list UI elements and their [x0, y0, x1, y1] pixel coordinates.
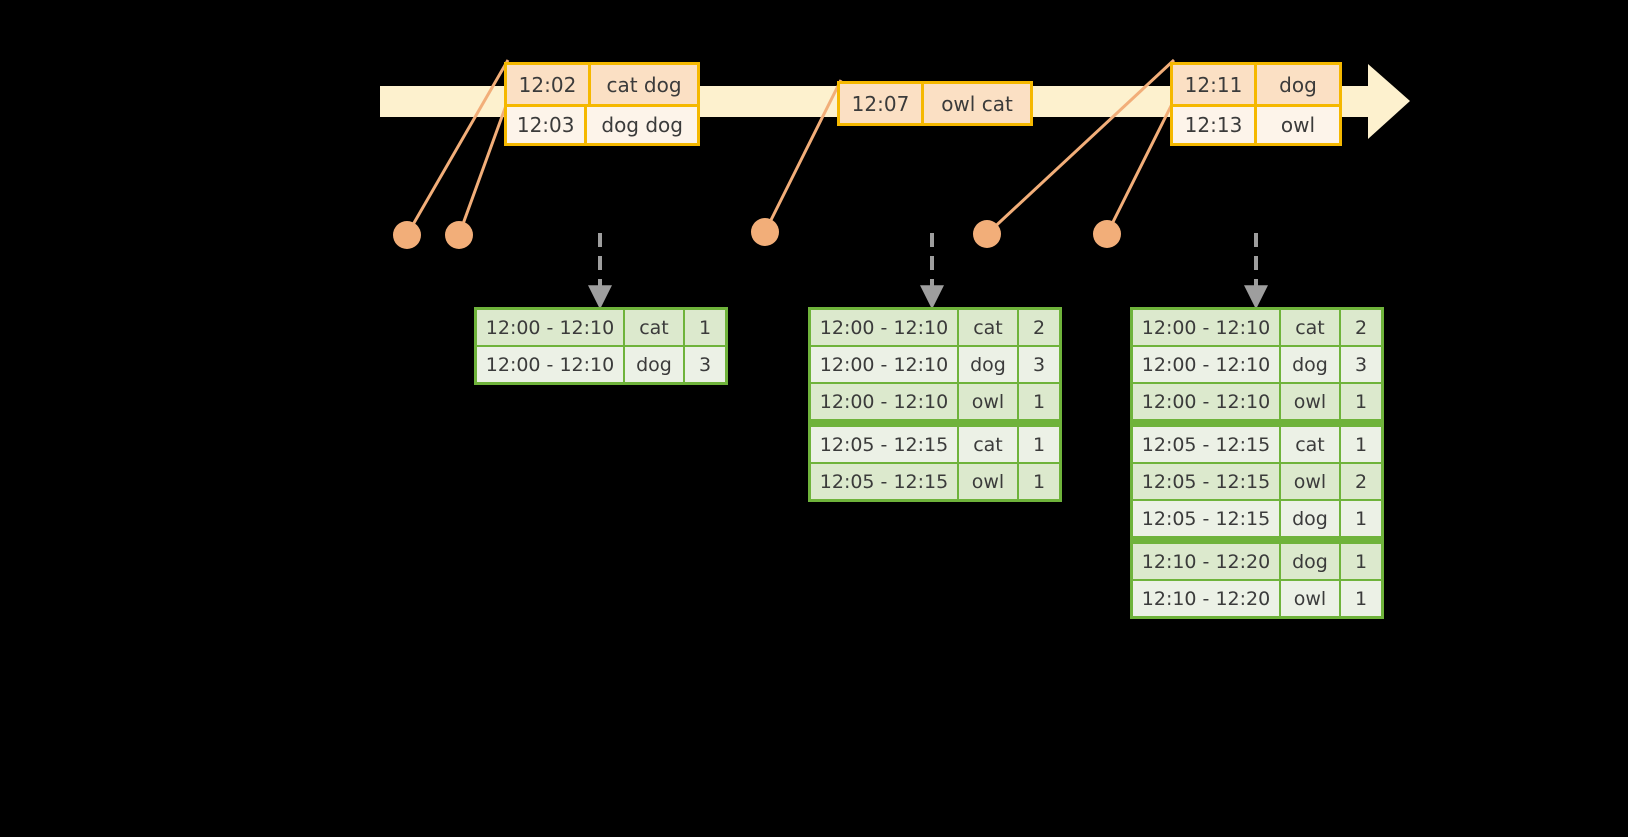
cell-window: 12:05 - 12:15	[1133, 464, 1279, 499]
cell-word: dog	[1281, 347, 1339, 382]
event-group-3: 12:11 dog 12:13 owl	[1170, 62, 1342, 146]
event-dot	[973, 220, 1001, 248]
event-dot	[751, 218, 779, 246]
cell-word: dog	[1281, 544, 1339, 579]
event-time: 12:02	[507, 65, 591, 104]
cell-count: 1	[1341, 544, 1381, 579]
dashed-arrows	[588, 233, 1268, 310]
cell-word: cat	[625, 310, 683, 345]
event-words: owl cat	[941, 91, 1013, 116]
cell-word: cat	[959, 427, 1017, 462]
cell-word: owl	[959, 464, 1017, 499]
event-row: 12:02 cat dog	[507, 65, 697, 104]
event-words: cat dog	[606, 72, 682, 97]
cell-count: 1	[1019, 427, 1059, 462]
cell-count: 2	[1341, 464, 1381, 499]
event-row: 12:07 owl cat	[840, 84, 1030, 123]
cell-window: 12:00 - 12:10	[477, 347, 623, 382]
event-words: owl	[1280, 113, 1316, 137]
cell-window: 12:05 - 12:15	[811, 464, 957, 499]
event-dot	[445, 221, 473, 249]
cell-window: 12:00 - 12:10	[1133, 384, 1279, 419]
cell-window: 12:05 - 12:15	[1133, 501, 1279, 536]
cell-word: owl	[1281, 464, 1339, 499]
connector-line	[1105, 99, 1176, 235]
connector-line	[405, 59, 510, 236]
cell-word: dog	[625, 347, 683, 382]
event-row: 12:11 dog	[1173, 65, 1339, 104]
cell-word: owl	[1281, 384, 1339, 419]
cell-count: 2	[1341, 310, 1381, 345]
table-group-separator	[811, 421, 1059, 425]
cell-window: 12:05 - 12:15	[811, 427, 957, 462]
connector-line	[457, 99, 510, 236]
event-time: 12:07	[840, 84, 924, 123]
event-group-1: 12:02 cat dog 12:03 dog dog	[504, 62, 700, 146]
event-row: 12:13 owl	[1173, 104, 1339, 143]
cell-count: 1	[1341, 581, 1381, 616]
cell-count: 1	[1019, 464, 1059, 499]
cell-word: owl	[959, 384, 1017, 419]
cell-window: 12:10 - 12:20	[1133, 581, 1279, 616]
event-dot	[1093, 220, 1121, 248]
event-words: dog dog	[601, 113, 683, 137]
cell-word: dog	[1281, 501, 1339, 536]
event-dot	[393, 221, 421, 249]
cell-window: 12:00 - 12:10	[811, 347, 957, 382]
table-group-separator	[1133, 538, 1381, 542]
cell-word: cat	[1281, 427, 1339, 462]
cell-count: 1	[1019, 384, 1059, 419]
cell-window: 12:00 - 12:10	[811, 310, 957, 345]
event-words: dog	[1279, 72, 1317, 97]
connector-line	[763, 79, 843, 233]
cell-window: 12:10 - 12:20	[1133, 544, 1279, 579]
cell-word: cat	[959, 310, 1017, 345]
event-row: 12:03 dog dog	[507, 104, 697, 143]
cell-count: 3	[1019, 347, 1059, 382]
event-time: 12:13	[1173, 107, 1257, 143]
cell-count: 1	[1341, 427, 1381, 462]
event-time: 12:03	[507, 107, 588, 143]
cell-word: owl	[1281, 581, 1339, 616]
cell-window: 12:00 - 12:10	[1133, 310, 1279, 345]
table-group-separator	[1133, 421, 1381, 425]
cell-window: 12:00 - 12:10	[811, 384, 957, 419]
event-group-2: 12:07 owl cat	[837, 81, 1033, 126]
cell-count: 2	[1019, 310, 1059, 345]
cell-count: 1	[1341, 384, 1381, 419]
cell-window: 12:00 - 12:10	[1133, 347, 1279, 382]
cell-count: 1	[685, 310, 725, 345]
cell-word: cat	[1281, 310, 1339, 345]
cell-count: 1	[1341, 501, 1381, 536]
cell-word: dog	[959, 347, 1017, 382]
event-dots	[393, 218, 1121, 249]
event-time: 12:11	[1173, 65, 1257, 104]
cell-window: 12:05 - 12:15	[1133, 427, 1279, 462]
cell-window: 12:00 - 12:10	[477, 310, 623, 345]
cell-count: 3	[685, 347, 725, 382]
cell-count: 3	[1341, 347, 1381, 382]
